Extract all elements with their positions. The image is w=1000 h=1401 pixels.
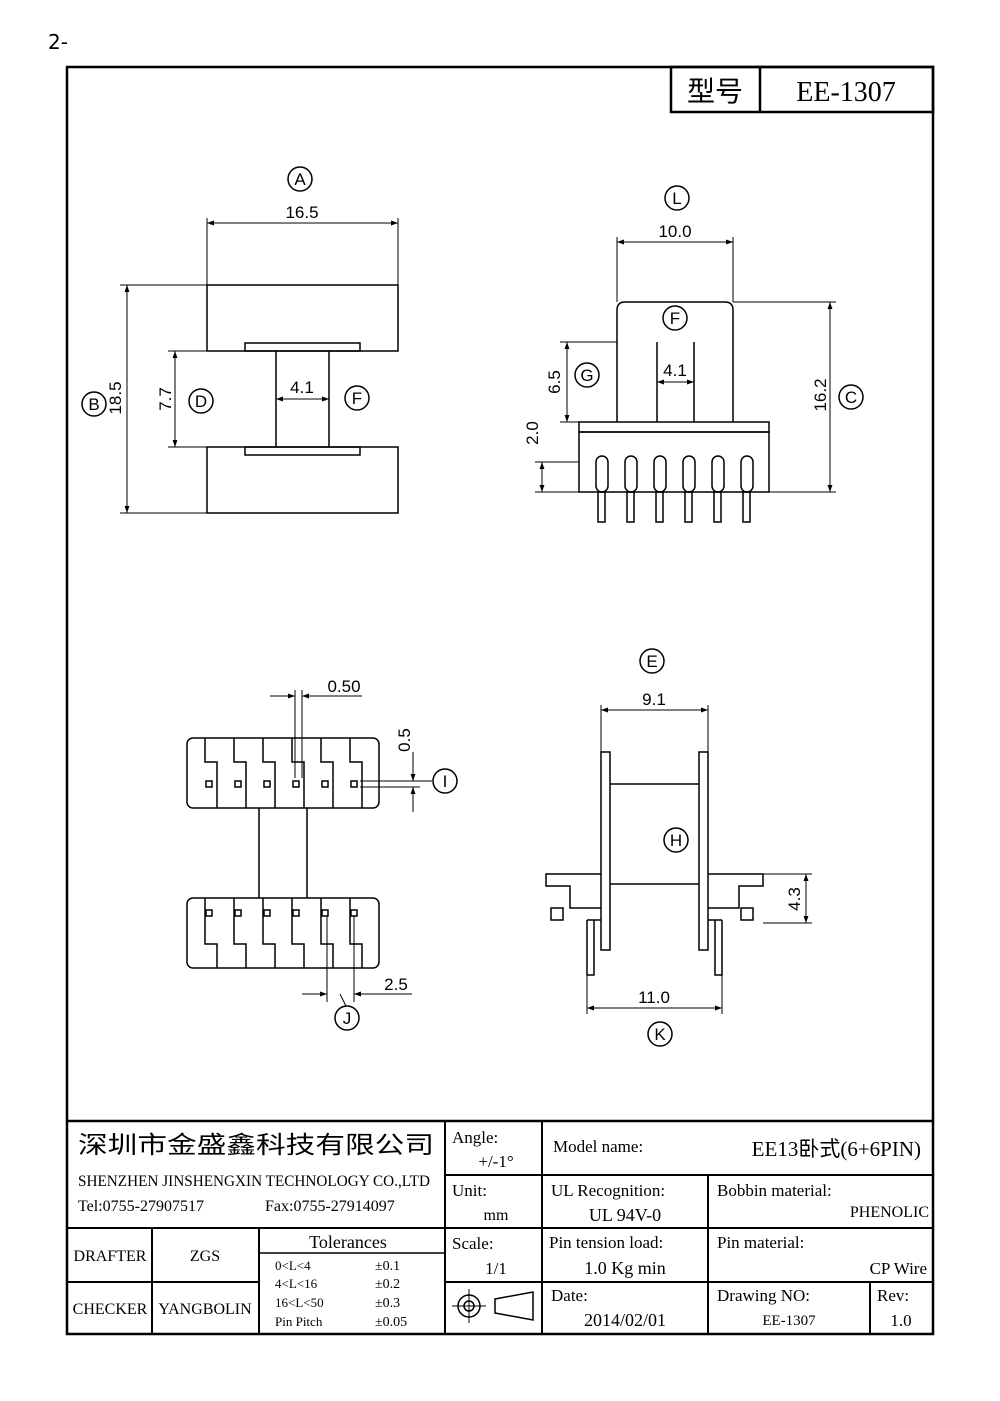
tol-range-1: 4<L<16 bbox=[275, 1276, 318, 1291]
ref-j: J bbox=[343, 1009, 352, 1028]
drawing-no-value: EE-1307 bbox=[762, 1313, 816, 1329]
dim-c: 16.2 bbox=[811, 378, 830, 411]
drafter-value: ZGS bbox=[190, 1248, 220, 1265]
ref-f: F bbox=[352, 389, 362, 408]
rev-value: 1.0 bbox=[890, 1311, 911, 1330]
dim-l: 10.0 bbox=[658, 222, 691, 241]
company-en: SHENZHEN JINSHENGXIN TECHNOLOGY CO.,LTD bbox=[78, 1173, 430, 1190]
tol-value-2: ±0.3 bbox=[375, 1296, 400, 1311]
dim-b: 18.5 bbox=[106, 381, 125, 414]
model-name-value: EE13卧式(6+6PIN) bbox=[752, 1137, 921, 1161]
bobbin-label: Bobbin material: bbox=[717, 1181, 832, 1200]
pin-material-value: CP Wire bbox=[870, 1259, 927, 1278]
front-view bbox=[545, 648, 812, 1047]
ref-a: A bbox=[294, 170, 306, 189]
tol-range-0: 0<L<4 bbox=[275, 1258, 311, 1273]
dim-f: 4.1 bbox=[290, 378, 314, 397]
ref-f-side: F bbox=[670, 309, 680, 328]
page-number: 2- bbox=[48, 30, 68, 54]
bottom-view-labels: 0.50 0.5 I 2.5 J bbox=[327, 677, 447, 1028]
model-value: EE-1307 bbox=[796, 77, 896, 108]
company-cn: 深圳市金盛鑫科技有限公司 bbox=[78, 1132, 434, 1159]
dim-base: 2.0 bbox=[523, 421, 542, 445]
unit-value: mm bbox=[484, 1207, 509, 1224]
dim-pin-width: 0.50 bbox=[327, 677, 360, 696]
tol-value-3: ±0.05 bbox=[375, 1315, 407, 1330]
ref-l: L bbox=[672, 189, 681, 208]
ul-label: UL Recognition: bbox=[551, 1181, 665, 1200]
date-value: 2014/02/01 bbox=[584, 1310, 666, 1330]
model-name-label: Model name: bbox=[553, 1137, 643, 1156]
tel: Tel:0755-27907517 bbox=[78, 1198, 204, 1215]
ref-g: G bbox=[580, 366, 593, 385]
tol-range-2: 16<L<50 bbox=[275, 1295, 324, 1310]
ref-d: D bbox=[195, 392, 207, 411]
ref-e: E bbox=[646, 652, 657, 671]
bottom-view bbox=[186, 690, 458, 1031]
fax: Fax:0755-27914097 bbox=[265, 1198, 395, 1215]
model-label: 型号 bbox=[687, 76, 743, 107]
ref-c: C bbox=[845, 388, 857, 407]
pin-material-label: Pin material: bbox=[717, 1233, 804, 1252]
side-view bbox=[535, 185, 864, 523]
ref-k: K bbox=[654, 1025, 666, 1044]
dim-f-side: 4.1 bbox=[663, 361, 687, 380]
side-view-labels: L 10.0 F 4.1 G 6.5 2.0 16.2 C bbox=[523, 189, 857, 445]
top-view bbox=[81, 166, 399, 514]
unit-label: Unit: bbox=[452, 1181, 487, 1200]
ref-b: B bbox=[88, 395, 99, 414]
pin-tension-value: 1.0 Kg min bbox=[584, 1258, 666, 1278]
dim-pitch: 2.5 bbox=[384, 975, 408, 994]
dim-g: 6.5 bbox=[545, 370, 564, 394]
front-view-labels: E 9.1 H 4.3 11.0 K bbox=[638, 652, 804, 1044]
dim-d: 7.7 bbox=[156, 387, 175, 411]
drafter-label: DRAFTER bbox=[74, 1248, 147, 1265]
model-header: 型号 EE-1307 bbox=[669, 65, 935, 114]
title-block-grid bbox=[67, 1119, 933, 1334]
title-block-text: 深圳市金盛鑫科技有限公司 SHENZHEN JINSHENGXIN TECHNO… bbox=[73, 1128, 929, 1330]
ref-i: I bbox=[443, 772, 448, 791]
scale-value: 1/1 bbox=[485, 1259, 507, 1278]
dim-h: 4.3 bbox=[785, 887, 804, 911]
tol-range-3: Pin Pitch bbox=[275, 1314, 323, 1329]
dim-a: 16.5 bbox=[285, 203, 318, 222]
tol-value-1: ±0.2 bbox=[375, 1277, 400, 1292]
pin-tension-label: Pin tension load: bbox=[549, 1233, 663, 1252]
ul-value: UL 94V-0 bbox=[589, 1205, 661, 1225]
angle-value: +/-1° bbox=[478, 1152, 513, 1171]
dim-k: 11.0 bbox=[638, 988, 670, 1007]
scale-label: Scale: bbox=[452, 1234, 494, 1253]
rev-label: Rev: bbox=[877, 1286, 909, 1305]
drawing-frame bbox=[65, 65, 935, 1336]
top-view-labels: A 16.5 B 18.5 7.7 D 4.1 F bbox=[88, 170, 362, 415]
date-label: Date: bbox=[551, 1286, 588, 1305]
drawing-no-label: Drawing NO: bbox=[717, 1286, 810, 1305]
bobbin-value: PHENOLIC bbox=[850, 1204, 929, 1221]
checker-value: YANGBOLIN bbox=[158, 1301, 252, 1318]
ref-h: H bbox=[670, 831, 682, 850]
tolerances-label: Tolerances bbox=[309, 1232, 387, 1252]
dim-e: 9.1 bbox=[642, 690, 666, 709]
checker-label: CHECKER bbox=[73, 1301, 148, 1318]
angle-label: Angle: bbox=[452, 1128, 498, 1147]
dim-pin-thick: 0.5 bbox=[395, 728, 414, 752]
tol-value-0: ±0.1 bbox=[375, 1259, 400, 1274]
